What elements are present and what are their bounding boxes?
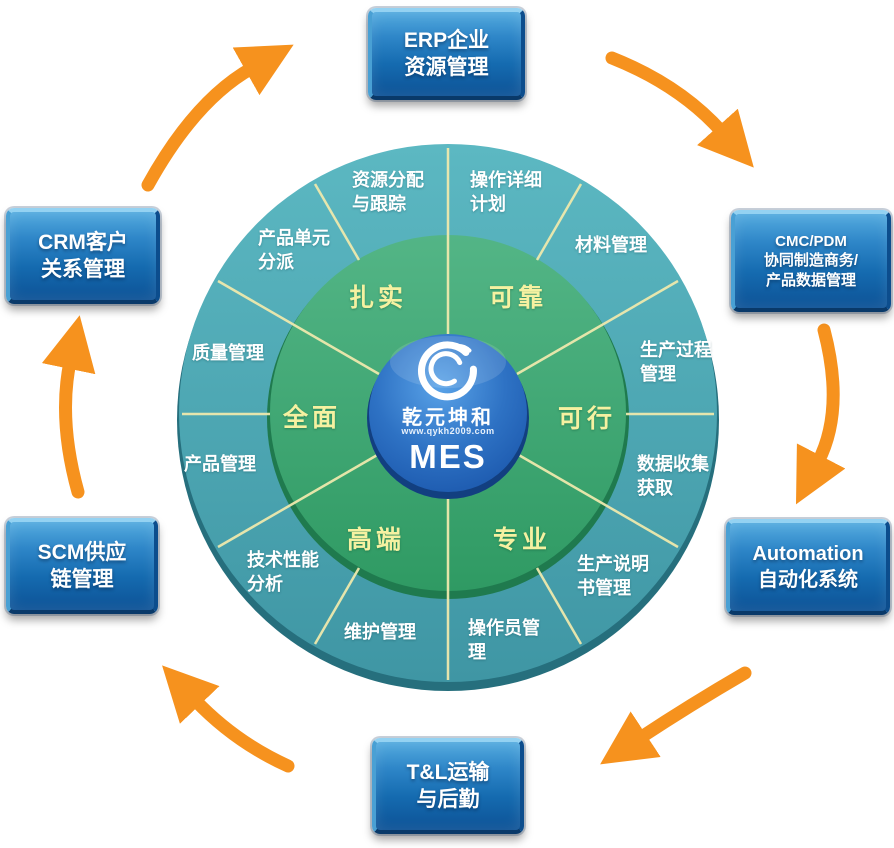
center-sphere	[369, 334, 527, 492]
flow-arrows	[41, 44, 846, 773]
system-title: MES	[409, 438, 487, 475]
arrow-cmc-to-automation-icon	[796, 323, 846, 505]
quality-label-feasible: 可行	[558, 405, 617, 433]
segment-label-resource-allocation: 资源分配 与跟踪	[352, 170, 424, 215]
company-website: www.qykh2009.com	[401, 426, 495, 436]
segment-label-operator-management: 操作员管 理	[468, 618, 540, 663]
quality-label-professional: 专业	[493, 526, 552, 554]
external-system-scm: SCM供应 链管理	[6, 518, 158, 614]
arrow-tl-to-scm-icon	[162, 665, 295, 773]
dragon-swirl-logo-icon	[417, 341, 477, 401]
mes-wheel	[177, 144, 719, 691]
external-system-tl: T&L运输 与后勤	[372, 738, 524, 834]
cmc-pdm-label: CMC/PDM 协同制造商务/ 产品数据管理	[763, 232, 859, 289]
automation-label: Automation 自动化系统	[752, 543, 864, 591]
arrow-automation-to-tl-icon	[600, 666, 752, 765]
segment-label-quality-management: 质量管理	[192, 343, 264, 363]
segment-label-detailed-scheduling: 操作详细 计划	[470, 170, 542, 215]
scm-label: SCM供应 链管理	[37, 540, 127, 591]
arrow-crm-to-erp-icon	[141, 44, 294, 192]
segment-label-production-instructions: 生产说明 书管理	[577, 554, 649, 599]
external-system-automation: Automation 自动化系统	[726, 519, 890, 615]
quality-label-reliable: 可靠	[489, 284, 548, 312]
segment-label-maintenance-management: 维护管理	[344, 622, 416, 642]
segment-label-process-management: 生产过程 管理	[640, 340, 712, 385]
segment-label-performance-analysis: 技术性能 分析	[247, 550, 319, 595]
external-system-crm: CRM客户 关系管理	[6, 208, 160, 304]
segment-divider-lines	[182, 148, 714, 680]
external-system-erp: ERP企业 资源管理	[368, 8, 525, 100]
segment-label-data-collection: 数据收集 获取	[637, 454, 709, 499]
erp-label: ERP企业 资源管理	[403, 28, 490, 79]
segment-label-material-management: 材料管理	[575, 235, 647, 255]
quality-label-solid: 扎实	[349, 284, 408, 312]
segment-label-product-management: 产品管理	[184, 454, 256, 474]
tl-label: T&L运输 与后勤	[406, 760, 490, 811]
quality-label-comprehensive: 全面	[283, 404, 342, 432]
quality-label-highend: 高端	[347, 526, 406, 554]
segment-label-product-unit-dispatch: 产品单元 分派	[258, 228, 330, 273]
external-system-cmc-pdm: CMC/PDM 协同制造商务/ 产品数据管理	[731, 210, 891, 312]
arrow-erp-to-cmc-icon	[605, 51, 754, 168]
arrow-scm-to-crm-icon	[41, 315, 96, 499]
company-name: 乾元坤和	[402, 407, 494, 429]
crm-label: CRM客户 关系管理	[38, 230, 128, 281]
